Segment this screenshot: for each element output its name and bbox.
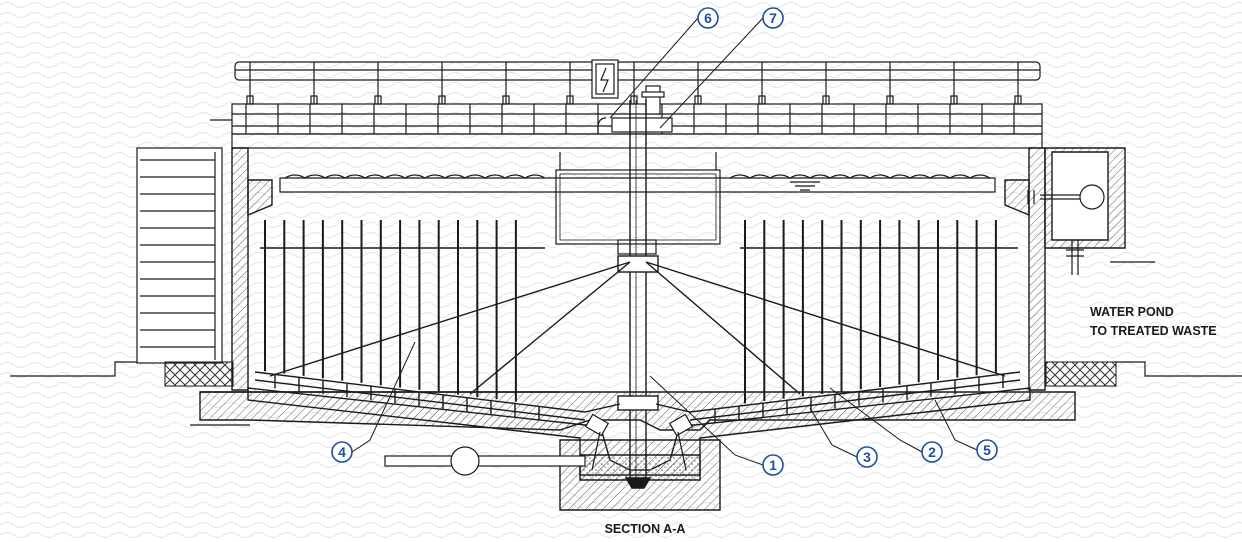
svg-text:1: 1 [769, 457, 777, 473]
callout-6: 6 [697, 7, 719, 29]
svg-text:6: 6 [704, 10, 712, 26]
feedwell [555, 169, 721, 255]
callout-3: 3 [856, 446, 878, 468]
drive-motor-icon [597, 85, 673, 134]
svg-text:7: 7 [769, 10, 777, 26]
pipes [384, 184, 1105, 476]
rail-clamp [630, 95, 638, 105]
outlet-label-line2: TO TREATED WASTE [1090, 324, 1217, 338]
soil-left [164, 361, 234, 387]
rail-clamp [694, 95, 702, 105]
electrical-panel-icon [591, 59, 619, 99]
rake-arms [254, 261, 1021, 423]
rail-clamp [758, 95, 766, 105]
rail-clamp [886, 95, 894, 105]
scum-beam [279, 152, 996, 193]
callout-1: 1 [762, 454, 784, 476]
rail-clamp [374, 95, 382, 105]
rail-clamp [566, 95, 574, 105]
rail-clamp [502, 95, 510, 105]
callout-leaders [351, 17, 978, 466]
outlet-label-line1: WATER POND [1090, 305, 1174, 319]
soil-right [1045, 361, 1117, 387]
svg-text:5: 5 [983, 442, 991, 458]
tank-structure [199, 147, 1126, 511]
picket-rake [260, 220, 1018, 404]
callouts: 6 7 1 3 2 5 4 [331, 7, 998, 476]
callout-4: 4 [331, 441, 353, 463]
central-shaft [617, 100, 659, 489]
bridge-walkway [210, 61, 1043, 149]
rail-clamp [950, 95, 958, 105]
callout-5: 5 [976, 439, 998, 461]
rail-clamp [822, 95, 830, 105]
svg-text:3: 3 [863, 449, 871, 465]
rail-clamp [310, 95, 318, 105]
sump-scrapers [584, 413, 694, 471]
rail-clamp [1014, 95, 1022, 105]
svg-text:4: 4 [338, 444, 346, 460]
callout-2: 2 [921, 441, 943, 463]
svg-text:2: 2 [928, 444, 936, 460]
rail-clamp [438, 95, 446, 105]
stair-block [136, 147, 223, 364]
callout-7: 7 [762, 7, 784, 29]
rail-clamp [246, 95, 254, 105]
section-label: SECTION A-A [605, 522, 686, 536]
